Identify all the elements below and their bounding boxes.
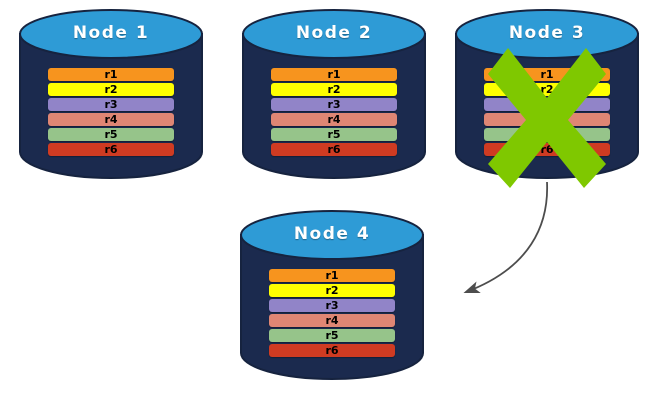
row-label-r4: r4 bbox=[104, 113, 118, 126]
row-bar-r5[interactable]: r5 bbox=[484, 128, 610, 141]
row-label-r3: r3 bbox=[104, 98, 118, 111]
row-bar-r6[interactable]: r6 bbox=[269, 344, 395, 357]
row-label-r1: r1 bbox=[327, 68, 341, 81]
cylinder-top-ellipse bbox=[455, 9, 639, 59]
row-bar-r1[interactable]: r1 bbox=[484, 68, 610, 81]
row-bar-r4[interactable]: r4 bbox=[269, 314, 395, 327]
row-bar-r4[interactable]: r4 bbox=[484, 113, 610, 126]
connector-path bbox=[463, 181, 548, 293]
node-row-list: r1 r2 r3 r4 r5 r6 bbox=[243, 68, 425, 156]
row-bar-r4[interactable]: r4 bbox=[48, 113, 174, 126]
row-label-r4: r4 bbox=[327, 113, 341, 126]
row-label-r1: r1 bbox=[540, 68, 554, 81]
row-label-r1: r1 bbox=[325, 269, 339, 282]
row-label-r2: r2 bbox=[327, 83, 341, 96]
cylinder-top-ellipse bbox=[19, 9, 203, 59]
row-label-r5: r5 bbox=[327, 128, 341, 141]
row-label-r4: r4 bbox=[540, 113, 554, 126]
row-label-r5: r5 bbox=[540, 128, 554, 141]
row-bar-r3[interactable]: r3 bbox=[271, 98, 397, 111]
row-label-r6: r6 bbox=[325, 344, 339, 357]
row-label-r3: r3 bbox=[325, 299, 339, 312]
row-bar-r5[interactable]: r5 bbox=[271, 128, 397, 141]
row-label-r1: r1 bbox=[104, 68, 118, 81]
row-bar-r1[interactable]: r1 bbox=[271, 68, 397, 81]
row-label-r6: r6 bbox=[104, 143, 118, 156]
row-bar-r1[interactable]: r1 bbox=[48, 68, 174, 81]
row-bar-r5[interactable]: r5 bbox=[269, 329, 395, 342]
node-row-list: r1 r2 r3 r4 r5 r6 bbox=[20, 68, 202, 156]
row-bar-r6[interactable]: r6 bbox=[48, 143, 174, 156]
cylinder-top-ellipse bbox=[242, 9, 426, 59]
row-label-r3: r3 bbox=[327, 98, 341, 111]
row-bar-r5[interactable]: r5 bbox=[48, 128, 174, 141]
row-label-r3: r3 bbox=[540, 98, 554, 111]
node-row-list: r1 r2 r3 r4 r5 r6 bbox=[241, 269, 423, 357]
cylinder-top-ellipse bbox=[240, 210, 424, 260]
row-bar-r2[interactable]: r2 bbox=[271, 83, 397, 96]
row-label-r6: r6 bbox=[327, 143, 341, 156]
row-bar-r3[interactable]: r3 bbox=[269, 299, 395, 312]
row-label-r5: r5 bbox=[325, 329, 339, 342]
row-bar-r4[interactable]: r4 bbox=[271, 113, 397, 126]
row-bar-r2[interactable]: r2 bbox=[484, 83, 610, 96]
row-label-r2: r2 bbox=[104, 83, 118, 96]
row-bar-r2[interactable]: r2 bbox=[48, 83, 174, 96]
row-label-r2: r2 bbox=[325, 284, 339, 297]
node-row-list: r1 r2 r3 r4 r5 r6 bbox=[456, 68, 638, 156]
row-label-r2: r2 bbox=[540, 83, 554, 96]
row-bar-r3[interactable]: r3 bbox=[48, 98, 174, 111]
row-label-r6: r6 bbox=[540, 143, 554, 156]
row-bar-r1[interactable]: r1 bbox=[269, 269, 395, 282]
row-bar-r2[interactable]: r2 bbox=[269, 284, 395, 297]
row-label-r5: r5 bbox=[104, 128, 118, 141]
row-bar-r6[interactable]: r6 bbox=[271, 143, 397, 156]
row-bar-r6[interactable]: r6 bbox=[484, 143, 610, 156]
row-bar-r3[interactable]: r3 bbox=[484, 98, 610, 111]
row-label-r4: r4 bbox=[325, 314, 339, 327]
